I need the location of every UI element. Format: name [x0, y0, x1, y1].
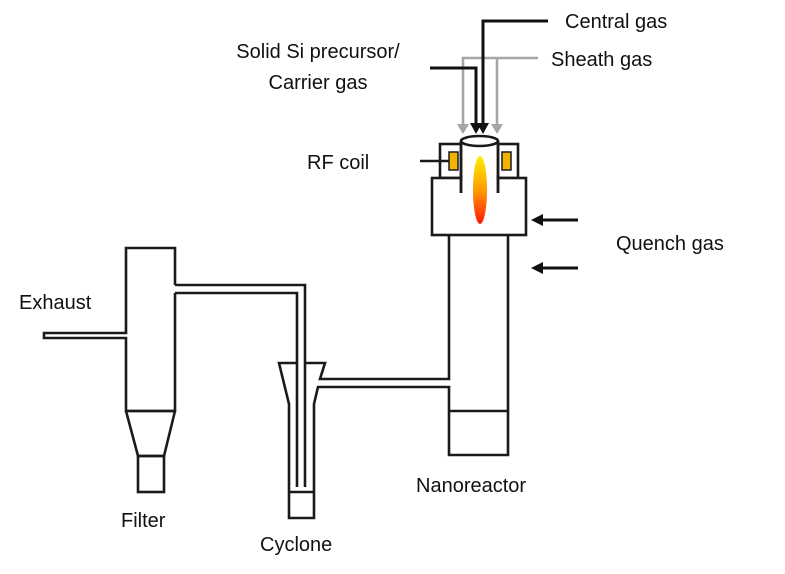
- cyclone: [175, 283, 327, 520]
- quench-gas-arrows: [531, 214, 578, 274]
- cyclone-outlet-outer: [175, 283, 307, 487]
- plasma-flame: [473, 156, 487, 224]
- label-rf-coil: RF coil: [307, 152, 369, 174]
- sheath-gas-line: [457, 56, 538, 134]
- label-filter: Filter: [121, 510, 166, 532]
- sheath-gas-arrow-left-icon: [457, 124, 469, 134]
- filter-collector: [136, 454, 166, 494]
- rf-coil-right: [501, 151, 512, 171]
- nanoreactor-column: [323, 235, 510, 457]
- central-gas-line: [477, 19, 548, 134]
- label-exhaust: Exhaust: [19, 292, 92, 314]
- torch-head: [430, 134, 528, 237]
- filter: [42, 246, 177, 494]
- carrier-gas-arrow-icon: [470, 123, 482, 134]
- label-nanoreactor: Nanoreactor: [416, 475, 526, 497]
- label-cyclone: Cyclone: [260, 534, 332, 556]
- label-sheath-gas: Sheath gas: [551, 49, 652, 71]
- label-precursor-line1: Solid Si precursor/: [236, 41, 400, 63]
- torch-cap: [459, 134, 500, 148]
- quench-arrow-upper-icon: [531, 214, 543, 226]
- label-precursor-line2: Carrier gas: [269, 72, 368, 94]
- rf-coil-left: [448, 151, 459, 171]
- cyclone-outlet-inner: [175, 291, 299, 487]
- sheath-gas-arrow-right-icon: [491, 124, 503, 134]
- quench-arrow-lower-icon: [531, 262, 543, 274]
- label-central-gas: Central gas: [565, 11, 667, 33]
- label-quench-gas: Quench gas: [616, 233, 724, 255]
- carrier-gas-line: [430, 66, 482, 134]
- filter-cone: [124, 410, 177, 458]
